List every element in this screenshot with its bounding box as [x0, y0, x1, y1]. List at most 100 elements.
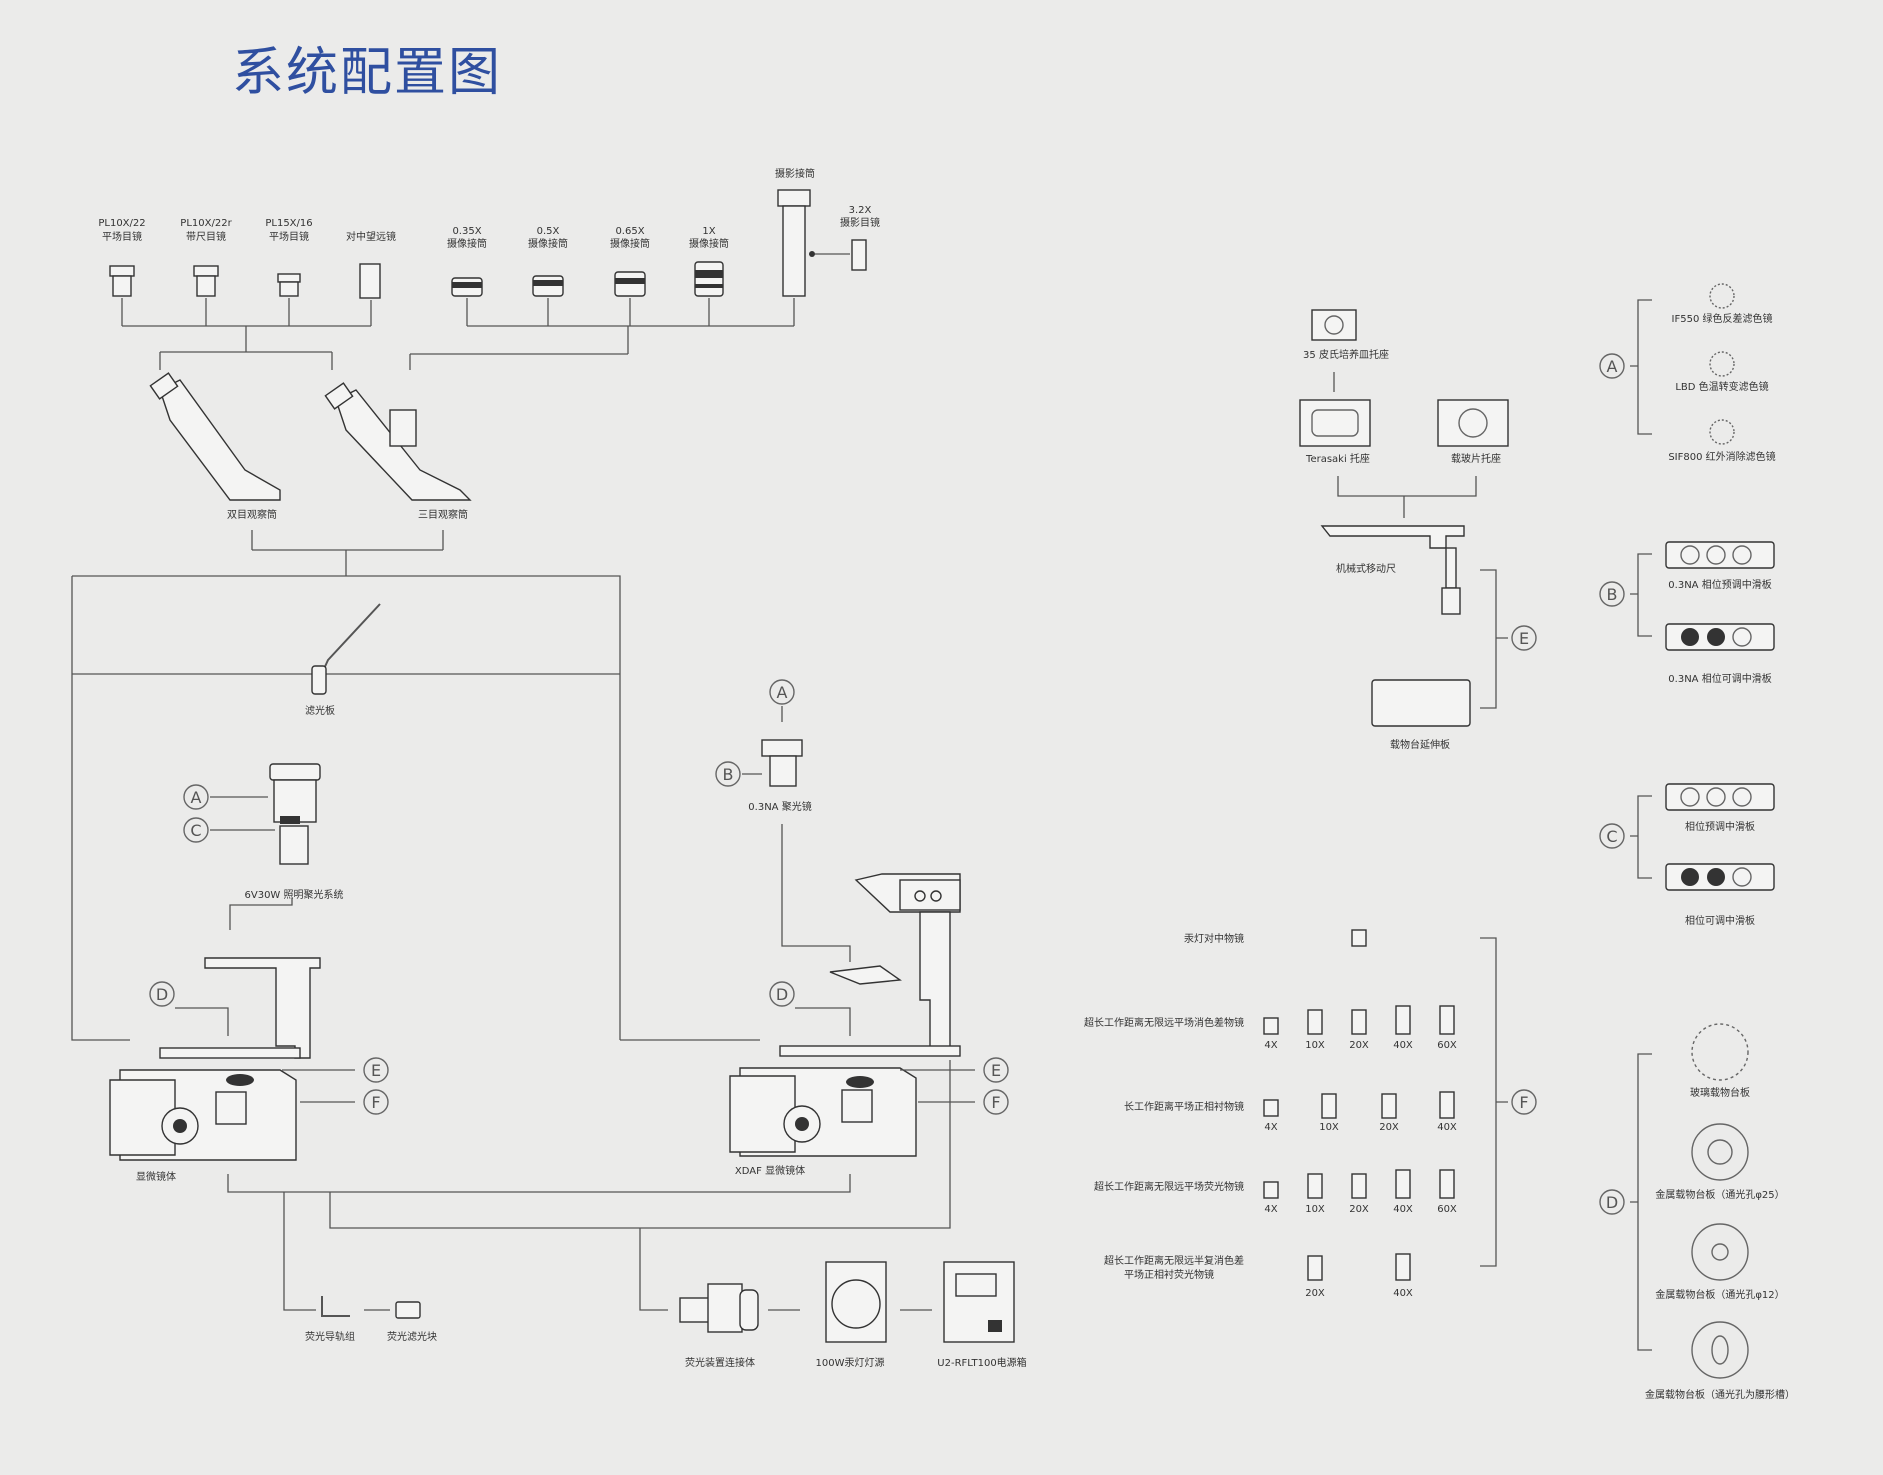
svg-text:4X: 4X — [1264, 1204, 1277, 1215]
svg-text:U2-RFLT100电源箱: U2-RFLT100电源箱 — [937, 1356, 1026, 1369]
svg-text:金属载物台板（通光孔为腰形槽）: 金属载物台板（通光孔为腰形槽） — [1645, 1388, 1795, 1401]
svg-text:超长工作距离无限远平场消色差物镜: 超长工作距离无限远平场消色差物镜 — [1084, 1016, 1244, 1029]
svg-text:D: D — [776, 985, 788, 1004]
marker-b-sliders: B — [1599, 581, 1625, 607]
svg-text:B: B — [1607, 585, 1618, 604]
binocular-head: 双目观察筒 — [149, 372, 281, 521]
svg-text:D: D — [156, 985, 168, 1004]
svg-text:PL15X/16: PL15X/16 — [265, 218, 312, 229]
svg-text:40X: 40X — [1393, 1204, 1413, 1215]
svg-text:1X: 1X — [702, 226, 715, 237]
svg-text:10X: 10X — [1305, 1040, 1325, 1051]
svg-text:平场目镜: 平场目镜 — [269, 230, 309, 243]
marker-e-stage: E — [1511, 625, 1537, 651]
phase-slider-adjustable-03na: 0.3NA 相位可调中滑板 — [1665, 623, 1775, 685]
objective-series-semi-apo: 超长工作距离无限远半复消色差 平场正相衬荧光物镜 20X 40X — [1104, 1253, 1413, 1299]
svg-text:40X: 40X — [1437, 1122, 1457, 1133]
svg-text:20X: 20X — [1379, 1122, 1399, 1133]
svg-text:XDAF 显微镜体: XDAF 显微镜体 — [735, 1164, 805, 1177]
marker-f-objectives: F — [1511, 1089, 1537, 1115]
svg-text:相位预调中滑板: 相位预调中滑板 — [1685, 820, 1755, 833]
svg-text:0.35X: 0.35X — [452, 226, 481, 237]
svg-text:LBD 色温转变滤色镜: LBD 色温转变滤色镜 — [1675, 380, 1768, 393]
svg-text:D: D — [1606, 1193, 1618, 1212]
mercury-lamp: 100W汞灯灯源 — [816, 1261, 887, 1369]
svg-text:荧光滤光块: 荧光滤光块 — [387, 1330, 437, 1343]
svg-text:双目观察筒: 双目观察筒 — [227, 508, 277, 521]
svg-text:A: A — [1607, 357, 1618, 376]
condenser-03na: 0.3NA 聚光镜 — [748, 739, 812, 813]
marker-f-body1: F — [363, 1089, 389, 1115]
svg-text:摄影目镜: 摄影目镜 — [840, 216, 880, 229]
objective-series-fluorescence: 超长工作距离无限远平场荧光物镜 4X 10X 20X 40X 60X — [1094, 1169, 1457, 1215]
svg-text:荧光导轨组: 荧光导轨组 — [305, 1330, 355, 1343]
svg-text:摄像接筒: 摄像接筒 — [610, 237, 650, 250]
microscope-body-2: XDAF 显微镜体 — [729, 873, 961, 1177]
svg-text:荧光装置连接体: 荧光装置连接体 — [685, 1356, 755, 1369]
adapter-05x: 0.5X 摄像接筒 — [528, 226, 568, 297]
marker-c-sliders: C — [1599, 823, 1625, 849]
svg-text:A: A — [191, 788, 202, 807]
svg-text:超长工作距离无限远半复消色差: 超长工作距离无限远半复消色差 — [1104, 1254, 1244, 1267]
marker-d-body2: D — [769, 981, 795, 1007]
svg-text:平场正相衬荧光物镜: 平场正相衬荧光物镜 — [1124, 1268, 1214, 1281]
marker-a-illum: A — [183, 784, 209, 810]
svg-text:摄像接筒: 摄像接筒 — [447, 237, 487, 250]
svg-text:E: E — [991, 1061, 1001, 1080]
filter-lbd: LBD 色温转变滤色镜 — [1675, 351, 1769, 393]
svg-text:对中望远镜: 对中望远镜 — [346, 230, 396, 243]
filter-if550: IF550 绿色反差滤色镜 — [1672, 283, 1773, 325]
svg-text:4X: 4X — [1264, 1040, 1277, 1051]
centering-telescope: 对中望远镜 — [346, 230, 396, 299]
phase-slider-adjustable: 相位可调中滑板 — [1665, 863, 1775, 927]
eyepiece-pl10x22r: PL10X/22r 带尺目镜 — [180, 218, 233, 297]
adapter-065x: 0.65X 摄像接筒 — [610, 226, 650, 297]
eyepiece-pl15x16: PL15X/16 平场目镜 — [265, 218, 313, 297]
marker-d-plates: D — [1599, 1189, 1625, 1215]
adapter-035x: 0.35X 摄像接筒 — [447, 226, 487, 297]
metal-stage-plate-slot: 金属载物台板（通光孔为腰形槽） — [1645, 1321, 1795, 1401]
microscope-body-1: 显微镜体 — [109, 957, 321, 1183]
objective-series-phase: 长工作距离平场正相衬物镜 4X 10X 20X 40X — [1124, 1091, 1457, 1133]
svg-text:汞灯对中物镜: 汞灯对中物镜 — [1184, 932, 1244, 945]
filter-plate: 滤光板 — [305, 603, 381, 717]
svg-text:平场目镜: 平场目镜 — [102, 230, 142, 243]
eyepiece-pl10x22: PL10X/22 平场目镜 — [98, 218, 146, 297]
fluorescence-filter-block: 荧光滤光块 — [387, 1301, 437, 1343]
svg-text:金属载物台板（通光孔φ25）: 金属载物台板（通光孔φ25） — [1655, 1188, 1784, 1201]
svg-text:40X: 40X — [1393, 1288, 1413, 1299]
svg-text:金属载物台板（通光孔φ12）: 金属载物台板（通光孔φ12） — [1655, 1288, 1784, 1301]
fluorescence-rail: 荧光导轨组 — [305, 1296, 355, 1343]
svg-text:IF550 绿色反差滤色镜: IF550 绿色反差滤色镜 — [1672, 312, 1773, 325]
terasaki-holder: Terasaki 托座 — [1299, 399, 1371, 465]
objective-mercury-centering: 汞灯对中物镜 — [1184, 929, 1367, 947]
svg-text:20X: 20X — [1349, 1040, 1369, 1051]
svg-text:PL10X/22r: PL10X/22r — [180, 218, 232, 229]
svg-text:摄像接筒: 摄像接筒 — [528, 237, 568, 250]
metal-stage-plate-25: 金属载物台板（通光孔φ25） — [1655, 1123, 1785, 1201]
mechanical-stage: 机械式移动尺 — [1320, 525, 1465, 615]
svg-text:Terasaki 托座: Terasaki 托座 — [1305, 452, 1370, 465]
marker-e-body1: E — [363, 1057, 389, 1083]
photo-eyepiece-32x: 3.2X 摄影目镜 — [815, 205, 880, 271]
filter-sif800: SIF800 红外消除滤色镜 — [1668, 419, 1776, 463]
svg-text:C: C — [1606, 827, 1617, 846]
svg-text:玻璃载物台板: 玻璃载物台板 — [1690, 1086, 1750, 1099]
svg-text:40X: 40X — [1393, 1040, 1413, 1051]
svg-text:SIF800 红外消除滤色镜: SIF800 红外消除滤色镜 — [1668, 450, 1775, 463]
fluorescence-connector: 荧光装置连接体 — [679, 1283, 759, 1369]
marker-e-body2: E — [983, 1057, 1009, 1083]
svg-text:F: F — [1519, 1093, 1528, 1112]
phase-slider-preset-03na: 0.3NA 相位预调中滑板 — [1665, 541, 1775, 591]
svg-text:超长工作距离无限远平场荧光物镜: 超长工作距离无限远平场荧光物镜 — [1094, 1180, 1244, 1193]
stage-extension-plate: 载物台延伸板 — [1371, 679, 1471, 751]
svg-text:C: C — [190, 821, 201, 840]
svg-text:0.3NA 聚光镜: 0.3NA 聚光镜 — [748, 800, 811, 813]
svg-text:10X: 10X — [1305, 1204, 1325, 1215]
adapter-1x: 1X 摄像接筒 — [689, 226, 729, 297]
svg-text:显微镜体: 显微镜体 — [136, 1170, 176, 1183]
trinocular-head: 三目观察筒 — [324, 382, 472, 521]
marker-f-body2: F — [983, 1089, 1009, 1115]
svg-text:3.2X: 3.2X — [849, 205, 872, 216]
svg-text:0.5X: 0.5X — [537, 226, 560, 237]
